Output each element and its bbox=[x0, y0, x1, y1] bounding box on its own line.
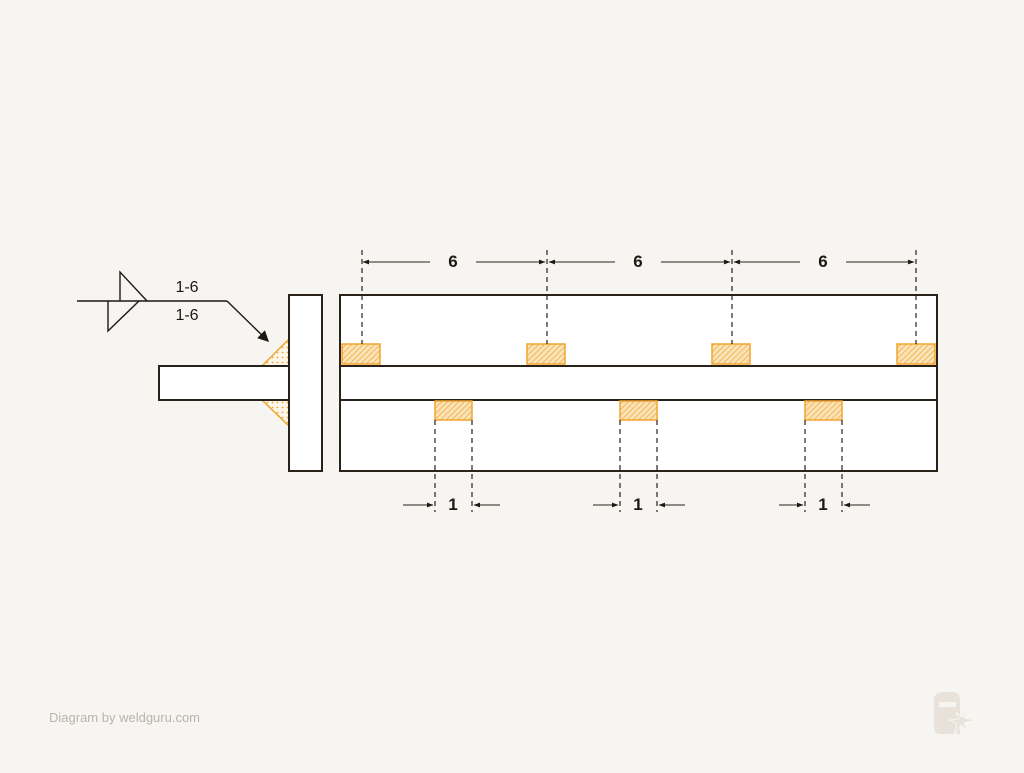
arrow-leader bbox=[226, 300, 270, 342]
elevation-view bbox=[339, 294, 938, 472]
credit-text: Diagram by weldguru.com bbox=[49, 710, 201, 725]
intermittent-welds-top bbox=[341, 343, 936, 365]
welding-helmet-spark-icon bbox=[934, 692, 977, 737]
length-label: 1 bbox=[448, 495, 458, 514]
web-plate-elevation bbox=[339, 365, 938, 401]
length-label: 1 bbox=[633, 495, 643, 514]
intermittent-welds-bottom bbox=[434, 400, 843, 421]
weld-symbol-other-side-label: 1-6 bbox=[175, 307, 199, 324]
flange-plate-section bbox=[288, 294, 323, 472]
fillet-symbol-other-side bbox=[107, 300, 140, 333]
fillet-weld-bottom bbox=[260, 399, 290, 428]
fillet-symbol-arrow-side bbox=[119, 270, 148, 302]
pitch-label: 6 bbox=[633, 252, 643, 271]
web-plate-section bbox=[158, 365, 290, 401]
pitch-label: 6 bbox=[818, 252, 828, 271]
length-label: 1 bbox=[818, 495, 828, 514]
pitch-label: 6 bbox=[448, 252, 458, 271]
pitch-extension-lines bbox=[361, 250, 917, 344]
fillet-weld-top bbox=[260, 337, 290, 367]
weld-symbol-arrow-side-label: 1-6 bbox=[175, 279, 199, 296]
length-extension-lines bbox=[434, 420, 843, 512]
weld-symbol bbox=[77, 270, 270, 342]
